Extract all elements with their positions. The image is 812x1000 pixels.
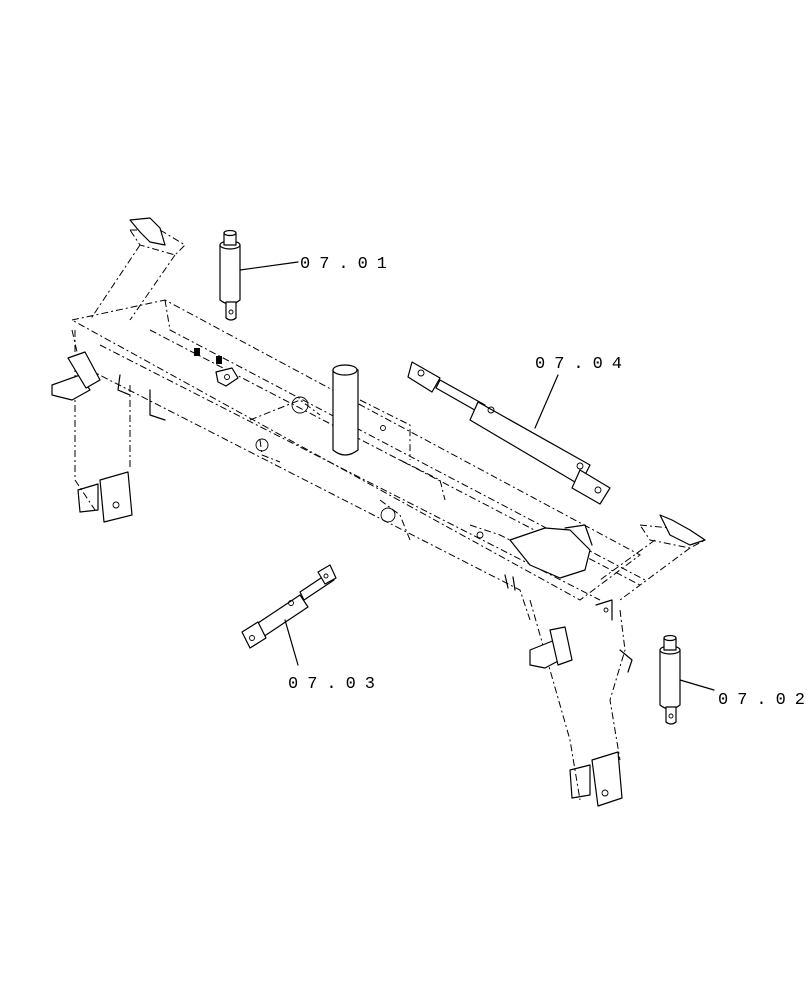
left-leg — [51, 217, 186, 523]
callout-07-04: 07.04 — [535, 355, 631, 374]
cylinder-07-02 — [659, 634, 715, 725]
callout-07-02: 07.02 — [718, 691, 812, 710]
right-bracket — [469, 524, 593, 591]
cylinder-07-01 — [219, 229, 299, 321]
cylinder-07-04 — [407, 361, 611, 505]
callout-07-01: 07.01 — [300, 255, 396, 274]
bolts-clip — [194, 348, 239, 387]
callout-07-03: 07.03 — [288, 675, 384, 694]
center-post — [249, 364, 446, 541]
cylinder-07-03 — [241, 564, 337, 666]
right-leg — [529, 514, 706, 807]
